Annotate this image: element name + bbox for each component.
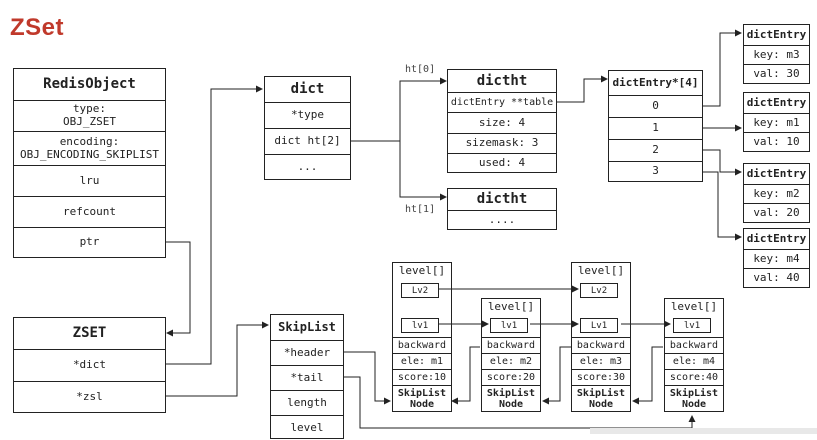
dict-ht: dict ht[2] xyxy=(265,128,350,154)
dictht0-table: dictEntry **table xyxy=(448,92,556,112)
zset-zsl: *zsl xyxy=(14,381,165,412)
level-1-pointer: lv1 xyxy=(673,318,711,333)
node-ele: ele: m4 xyxy=(665,353,723,369)
dict-entry-key: key: m4 xyxy=(744,249,809,268)
dict-entry-val: val: 20 xyxy=(744,203,809,222)
skiplist-node-m1: level[] Lv2 lv1 backward ele: m1 score:1… xyxy=(392,262,452,412)
node-ele: ele: m3 xyxy=(572,353,630,369)
dict-entry-m4: dictEntry key: m4 val: 40 xyxy=(743,228,810,288)
entry-slot-3: 3 xyxy=(609,161,702,181)
ht1-label: ht[1] xyxy=(405,204,436,215)
type-value: OBJ_ZSET xyxy=(63,115,116,128)
dict-entry-header: dictEntry xyxy=(746,95,807,109)
node-name: SkipList Node xyxy=(572,385,630,411)
redisobject-lru: lru xyxy=(14,165,165,196)
skiplist-length: length xyxy=(271,390,343,415)
node-name: SkipList Node xyxy=(665,385,723,411)
node-level-array: level[] Lv2 Lv1 xyxy=(571,262,631,338)
node-backward: backward xyxy=(669,340,719,351)
encoding-value: OBJ_ENCODING_SKIPLIST xyxy=(19,147,160,161)
dictht0-used: used: 4 xyxy=(448,153,556,172)
dict-header: dict xyxy=(290,81,325,98)
skiplist-header: SkipList xyxy=(278,319,336,334)
redisobject-encoding: encoding: OBJ_ENCODING_SKIPLIST xyxy=(14,131,165,165)
level-1-pointer: lv1 xyxy=(490,318,528,333)
entry-slot-2: 2 xyxy=(609,139,702,161)
node-score: score:20 xyxy=(482,369,540,385)
dict-type: *type xyxy=(265,102,350,128)
dict-entry-val: val: 30 xyxy=(744,64,809,83)
type-label: type: xyxy=(72,102,107,116)
redisobject-header: RedisObject xyxy=(43,76,136,93)
zset-struct: ZSET *dict *zsl xyxy=(13,317,166,413)
skiplist-node-m3: level[] Lv2 Lv1 backward ele: m3 score:3… xyxy=(571,262,631,412)
entry-array-header: dictEntry*[4] xyxy=(612,75,699,89)
dict-entry-key: key: m2 xyxy=(744,184,809,203)
node-name: SkipList Node xyxy=(393,385,451,411)
entry-slot-0: 0 xyxy=(609,95,702,117)
node-ele: ele: m2 xyxy=(482,353,540,369)
dict-entry-m2: dictEntry key: m2 val: 20 xyxy=(743,163,810,223)
dictht0-sizemask: sizemask: 3 xyxy=(448,133,556,153)
dict-entry-val: val: 10 xyxy=(744,132,809,151)
dict-entry-key: key: m3 xyxy=(744,45,809,64)
level-2-pointer: Lv2 xyxy=(401,283,439,298)
page-title: ZSet xyxy=(10,14,65,41)
skiplist-node-m2: level[] lv1 backward ele: m2 score:20 Sk… xyxy=(481,298,541,412)
redisobject-type: type: OBJ_ZSET xyxy=(14,100,165,131)
dictht1-header: dictht xyxy=(476,191,528,208)
level-1-pointer: lv1 xyxy=(401,318,439,333)
redisobject-refcount: refcount xyxy=(14,196,165,227)
dictht0-header: dictht xyxy=(476,72,528,89)
node-backward: backward xyxy=(397,340,447,351)
dict-more: ... xyxy=(265,154,350,179)
level-1-pointer: Lv1 xyxy=(580,318,618,333)
zset-dict: *dict xyxy=(14,349,165,381)
node-backward: backward xyxy=(486,340,536,351)
redisobject-ptr: ptr xyxy=(14,227,165,257)
node-level-array: level[] lv1 xyxy=(664,298,724,338)
redisobject-struct: RedisObject type: OBJ_ZSET encoding: OBJ… xyxy=(13,68,166,258)
dictht0-size: size: 4 xyxy=(448,112,556,133)
node-name: SkipList Node xyxy=(482,385,540,411)
dict-entry-val: val: 40 xyxy=(744,268,809,287)
level-2-pointer: Lv2 xyxy=(580,283,618,298)
node-level-array: level[] lv1 xyxy=(481,298,541,338)
node-ele: ele: m1 xyxy=(393,353,451,369)
dictht0-struct: dictht dictEntry **table size: 4 sizemas… xyxy=(447,69,557,173)
dictht1-more: .... xyxy=(448,210,556,229)
entry-array: dictEntry*[4] 0 1 2 3 xyxy=(608,70,703,182)
skiplist-node-m4: level[] lv1 backward ele: m4 score:40 Sk… xyxy=(664,298,724,412)
skiplist-struct: SkipList *header *tail length level xyxy=(270,314,344,439)
dict-struct: dict *type dict ht[2] ... xyxy=(264,76,351,180)
node-level-array: level[] Lv2 lv1 xyxy=(392,262,452,338)
zset-header: ZSET xyxy=(72,325,107,342)
node-level-title: level[] xyxy=(398,264,446,277)
dict-entry-header: dictEntry xyxy=(746,166,807,180)
entry-slot-1: 1 xyxy=(609,117,702,139)
dict-entry-header: dictEntry xyxy=(746,231,807,245)
skiplist-header-ptr: *header xyxy=(271,340,343,365)
ht0-label: ht[0] xyxy=(405,64,436,75)
encoding-label: encoding: xyxy=(59,134,120,148)
node-level-title: level[] xyxy=(577,264,625,277)
dict-entry-key: key: m1 xyxy=(744,113,809,132)
node-score: score:40 xyxy=(665,369,723,385)
bottom-strip xyxy=(590,428,817,434)
dictht1-struct: dictht .... xyxy=(447,188,557,230)
node-level-title: level[] xyxy=(670,300,718,313)
dict-entry-m3: dictEntry key: m3 val: 30 xyxy=(743,24,810,84)
dict-entry-header: dictEntry xyxy=(746,27,807,41)
dict-entry-m1: dictEntry key: m1 val: 10 xyxy=(743,92,810,152)
skiplist-level: level xyxy=(271,415,343,440)
skiplist-tail-ptr: *tail xyxy=(271,365,343,390)
node-score: score:30 xyxy=(572,369,630,385)
node-level-title: level[] xyxy=(487,300,535,313)
node-score: score:10 xyxy=(393,369,451,385)
node-backward: backward xyxy=(576,340,626,351)
